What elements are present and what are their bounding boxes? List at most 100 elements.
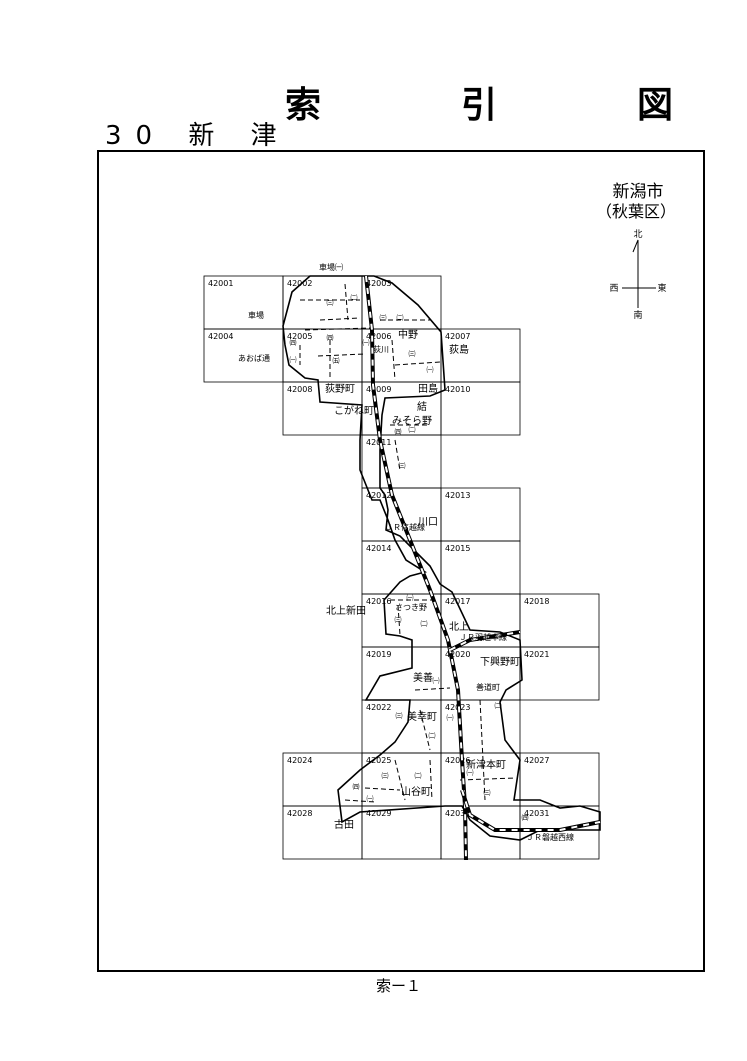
grid-cell-id: 42008 (287, 385, 312, 394)
page-title: 索 引 図 (285, 85, 726, 126)
district-numeral: ㈣ (353, 782, 360, 791)
grid-cell-id: 42010 (445, 385, 470, 394)
district-numeral: ㈠ (407, 593, 414, 602)
grid-cell-id: 42020 (445, 650, 470, 659)
place-label: 田島 (418, 382, 438, 395)
place-label: 中野 (398, 328, 418, 341)
sub-boundary (419, 709, 431, 751)
sub-boundary (364, 787, 401, 791)
page-subtitle: 30 新 津 (105, 121, 291, 151)
place-label: 山谷町 (401, 786, 431, 798)
district-numeral: ㈠ (290, 355, 297, 364)
sub-boundary (429, 759, 433, 801)
district-numeral: ㈢ (409, 349, 416, 358)
grid-cell-id: 42009 (366, 385, 391, 394)
grid-cell-id: 42003 (366, 279, 391, 288)
grid-cell-id: 42027 (524, 756, 549, 765)
sub-boundary (479, 699, 486, 801)
grid-cell-id: 42022 (366, 703, 391, 712)
district-numeral: ㈢ (399, 461, 406, 470)
place-label: 新津本町 (466, 758, 506, 771)
place-label: 古田 (334, 818, 354, 831)
district-numeral: ㈠ (433, 676, 440, 685)
map-frame (97, 150, 705, 972)
district-numeral: ㈢ (396, 711, 403, 720)
railway-lines (364, 275, 601, 861)
compass-north: 北 (633, 229, 642, 240)
place-label: 善道町 (476, 682, 500, 692)
grid-cell-id: 42001 (208, 279, 233, 288)
grid-cell-id: 42028 (287, 809, 312, 818)
grid-cell (519, 646, 600, 701)
grid-cell-id: 42007 (445, 332, 470, 341)
grid-cell-id: 42021 (524, 650, 549, 659)
district-numeral: ㈡ (409, 425, 416, 434)
sub-boundary (394, 759, 406, 801)
sub-boundary (344, 799, 376, 803)
district-numeral: ㈢ (395, 615, 402, 624)
grid-cell-id: 42018 (524, 597, 549, 606)
district-numeral: ㈡ (421, 619, 428, 628)
sub-boundary (459, 777, 516, 781)
grid-cell-id: 42004 (208, 332, 233, 341)
place-label: ＪＲ磐越西線 (526, 832, 574, 842)
grid-cell-id: 42026 (445, 756, 470, 765)
place-label: 荻川 (373, 344, 389, 354)
city-name: 新潟市 (613, 182, 664, 202)
district-numeral: ㈠ (467, 768, 474, 777)
place-label: 車場㈠ (319, 262, 343, 272)
grid-cell-id: 42030 (445, 809, 470, 818)
district-numeral: ㈤ (333, 356, 340, 365)
grid-cell-id: 42025 (366, 756, 391, 765)
place-label: みそら野 (392, 415, 432, 427)
place-label: 車場 (248, 310, 264, 320)
sub-boundary (319, 317, 361, 321)
district-numeral: ㈣ (290, 338, 297, 347)
sub-boundary (344, 283, 349, 321)
grid-cell-id: 42017 (445, 597, 470, 606)
compass-south: 南 (633, 309, 642, 321)
district-numeral: ㈡ (495, 701, 502, 710)
district-numeral: ㈢ (380, 313, 387, 322)
district-numeral: ㈠ (367, 794, 374, 803)
place-label: 北上新田 (326, 604, 366, 617)
place-label: 下興野町 (480, 656, 520, 668)
compass-west: 西 (609, 283, 618, 294)
city-ward: （秋葉区） (596, 202, 676, 221)
grid-cell-id: 42019 (366, 650, 391, 659)
sub-boundary (397, 604, 401, 636)
district-numeral: ㈠ (427, 365, 434, 374)
district-numeral: ㈠ (363, 338, 370, 347)
sub-boundary (394, 439, 401, 471)
grid-cell-id: 42002 (287, 279, 312, 288)
district-numeral: ㈠ (447, 713, 454, 722)
sub-boundary (391, 339, 396, 381)
place-label: 荻島 (449, 343, 469, 356)
place-label: 荻野町 (325, 383, 355, 395)
place-label: ＪＲ信越線 (385, 522, 425, 532)
grid-cell-id: 42024 (287, 756, 312, 765)
place-label: 結 (417, 400, 427, 413)
place-label: ＪＲ羽越本線 (459, 632, 507, 642)
grid-cell-id: 42031 (524, 809, 549, 818)
place-label: あおば通 (238, 353, 270, 363)
district-numeral: ㈢ (327, 298, 334, 307)
place-label: 美善 (413, 671, 433, 684)
compass-icon (622, 239, 656, 308)
district-numeral: ㈢ (484, 788, 491, 797)
grid-cell-id: 42029 (366, 809, 391, 818)
district-numeral: ㈡ (397, 313, 404, 322)
district-numeral: ㈡ (429, 731, 436, 740)
grid-cell-id: 42005 (287, 332, 312, 341)
grid-cell-id: 42012 (366, 491, 391, 500)
district-numeral: ㈣ (327, 333, 334, 342)
district-boundaries (282, 275, 601, 841)
district-numeral: ㈢ (382, 771, 389, 780)
grid-cell (519, 805, 600, 860)
grid-cell (440, 381, 521, 436)
page-footer: 索ー１ (376, 977, 422, 995)
grid-cell-id: 42014 (366, 544, 391, 553)
district-numeral: ㈣ (522, 813, 529, 822)
